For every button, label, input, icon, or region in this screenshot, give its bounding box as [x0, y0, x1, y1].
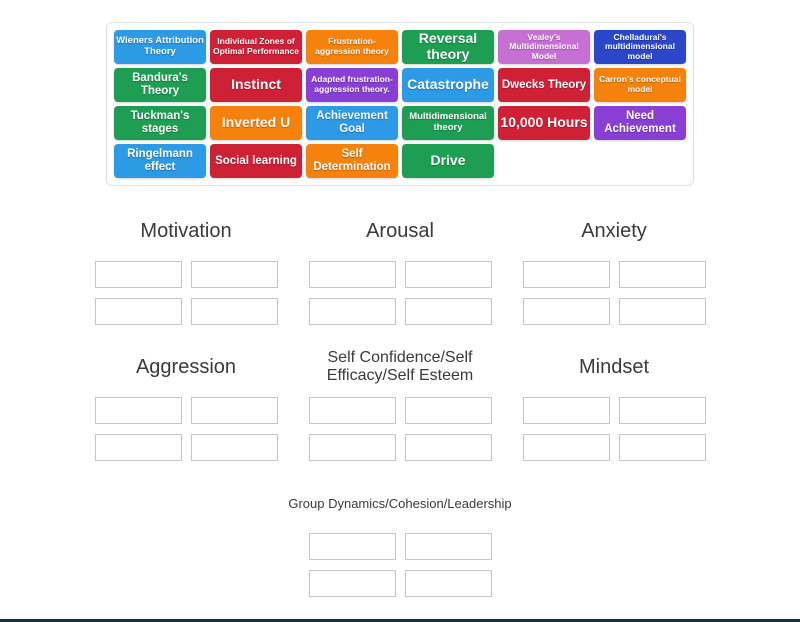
tray-tile[interactable]: Social learning [210, 144, 302, 178]
group-title: Aggression [135, 355, 237, 378]
groups-row: Group Dynamics/Cohesion/Leadership [0, 481, 800, 597]
group-title: Self Confidence/Self Efficacy/Self Estee… [326, 349, 474, 384]
tray-tile[interactable]: Dwecks Theory [498, 68, 590, 102]
empty-slot[interactable] [190, 397, 278, 424]
empty-slot[interactable] [94, 298, 182, 325]
empty-slot[interactable] [308, 434, 396, 461]
tray-tile[interactable]: Reversal theory [402, 30, 494, 64]
slot-grid [94, 261, 278, 325]
tray-tile[interactable]: Wieners Attribution Theory [114, 30, 206, 64]
slot-grid [94, 397, 278, 461]
group-arousal: Arousal [293, 209, 507, 325]
empty-slot[interactable] [522, 434, 610, 461]
group-group-dynamics-cohesion-leadership: Group Dynamics/Cohesion/Leadership [270, 481, 530, 597]
empty-slot[interactable] [618, 434, 706, 461]
empty-slot[interactable] [94, 397, 182, 424]
empty-slot[interactable] [522, 298, 610, 325]
empty-slot[interactable] [308, 261, 396, 288]
empty-slot[interactable] [522, 397, 610, 424]
group-title: Group Dynamics/Cohesion/Leadership [288, 495, 512, 511]
empty-slot[interactable] [618, 261, 706, 288]
slot-grid [308, 261, 492, 325]
tray-tile[interactable]: Multidimensional theory [402, 106, 494, 140]
tray-tile[interactable]: 10,000 Hours [498, 106, 590, 140]
empty-slot[interactable] [308, 397, 396, 424]
empty-slot[interactable] [404, 298, 492, 325]
tray-tile[interactable]: Need Achievement [594, 106, 686, 140]
groups-row: Motivation Arousal Anxiety [0, 209, 800, 325]
empty-slot[interactable] [190, 261, 278, 288]
group-self-confidence-self-efficacy-self-esteem: Self Confidence/Self Efficacy/Self Estee… [293, 345, 507, 461]
tray-tile[interactable]: Bandura's Theory [114, 68, 206, 102]
tray-tile[interactable]: Drive [402, 144, 494, 178]
tray-tile[interactable]: Adapted frustration-aggression theory. [306, 68, 398, 102]
group-anxiety: Anxiety [507, 209, 721, 325]
tray-tile[interactable]: Tuckman's stages [114, 106, 206, 140]
slot-grid [308, 397, 492, 461]
tray-tile[interactable]: Chelladurai's multidimensional model [594, 30, 686, 64]
tray-tile[interactable]: Catastrophe [402, 68, 494, 102]
tray-tile[interactable]: Achievement Goal [306, 106, 398, 140]
empty-slot[interactable] [190, 434, 278, 461]
group-title: Motivation [140, 219, 232, 242]
tray-tile[interactable]: Self Determination [306, 144, 398, 178]
empty-slot[interactable] [404, 533, 492, 560]
group-aggression: Aggression [79, 345, 293, 461]
empty-slot[interactable] [618, 397, 706, 424]
empty-slot[interactable] [404, 434, 492, 461]
tray-tile[interactable]: Vealey's Multidimensional Model [498, 30, 590, 64]
empty-slot[interactable] [618, 298, 706, 325]
group-title: Mindset [578, 355, 650, 378]
slot-grid [522, 261, 706, 325]
groups-row: Aggression Self Confidence/Self Efficacy/… [0, 345, 800, 461]
empty-slot[interactable] [404, 261, 492, 288]
group-title: Anxiety [581, 219, 647, 242]
empty-slot[interactable] [308, 298, 396, 325]
empty-slot[interactable] [308, 533, 396, 560]
slot-grid [308, 533, 492, 597]
tray-tile[interactable]: Individual Zones of Optimal Performance [210, 30, 302, 64]
empty-slot[interactable] [94, 261, 182, 288]
empty-slot[interactable] [308, 570, 396, 597]
empty-slot[interactable] [404, 570, 492, 597]
tray-tile[interactable]: Frustration-aggression theory [306, 30, 398, 64]
empty-slot[interactable] [522, 261, 610, 288]
sort-groups: Motivation Arousal Anxiety Aggression Self … [0, 209, 800, 597]
tray-tile[interactable]: Instinct [210, 68, 302, 102]
group-motivation: Motivation [79, 209, 293, 325]
empty-slot[interactable] [190, 298, 278, 325]
group-mindset: Mindset [507, 345, 721, 461]
empty-slot[interactable] [404, 397, 492, 424]
tray-tile[interactable]: Carron's conceptual model [594, 68, 686, 102]
empty-slot[interactable] [94, 434, 182, 461]
tray-tile[interactable]: Ringelmann effect [114, 144, 206, 178]
group-title: Arousal [366, 219, 434, 242]
slot-grid [522, 397, 706, 461]
tray-tile[interactable]: Inverted U [210, 106, 302, 140]
